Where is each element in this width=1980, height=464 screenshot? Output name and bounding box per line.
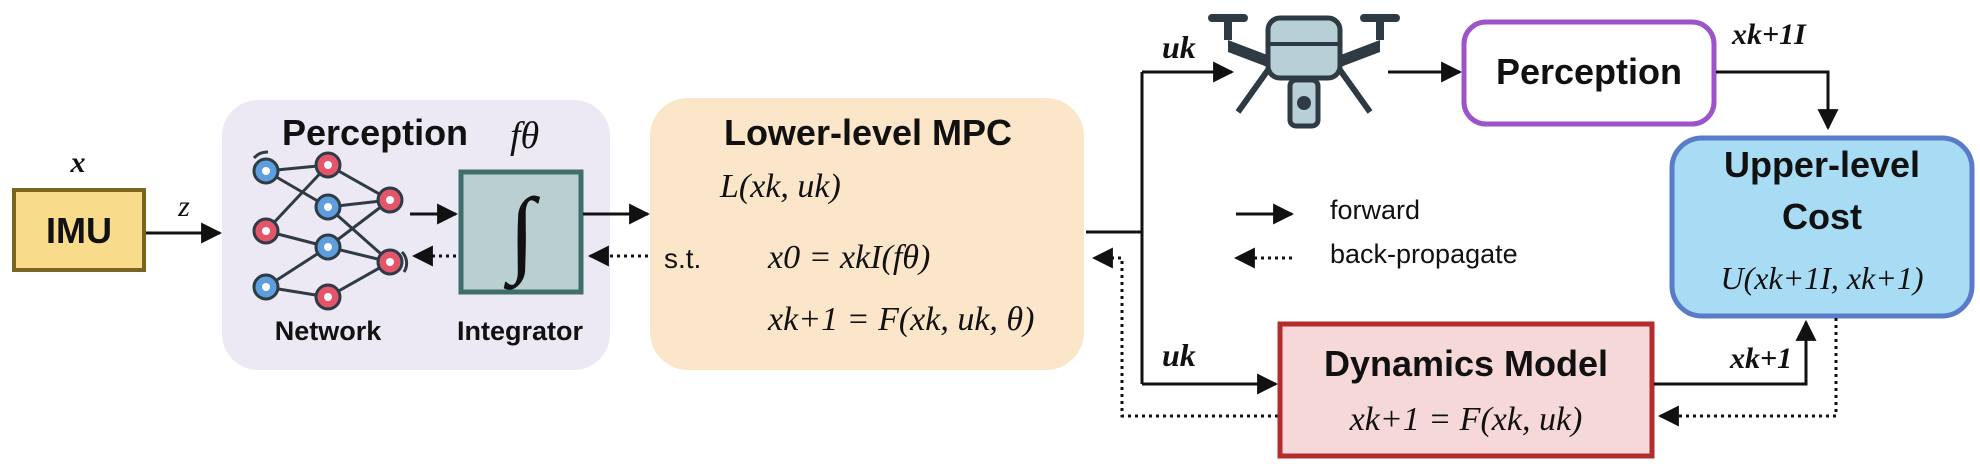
mpc-st-label: s.t. [664, 243, 701, 274]
legend-forward-label: forward [1330, 195, 1420, 225]
network-node [376, 248, 404, 276]
perception-box-label: Perception [1496, 51, 1682, 92]
network-icon [252, 150, 409, 311]
network-node [252, 273, 280, 301]
imu-output-symbol: z [177, 190, 190, 223]
integrator-label: Integrator [457, 316, 584, 346]
mpc-constraint-1: x0 = xkI(fθ) [767, 239, 930, 276]
legend: forward back-propagate [1233, 195, 1518, 269]
upper-cost-title-1: Upper-level [1724, 144, 1920, 185]
dynamics-equation: xk+1 = F(xk, uk) [1349, 401, 1583, 438]
perception-param-symbol: fθ [510, 115, 539, 157]
mpc-block [650, 98, 1084, 370]
bottom-input-symbol: uk [1162, 337, 1196, 373]
perception-block-title: Perception [282, 112, 468, 153]
imu-label: IMU [46, 210, 112, 251]
drone-icon [1208, 14, 1400, 129]
imu-box [12, 188, 146, 272]
network-node [376, 186, 404, 214]
imu-input-symbol: x [70, 146, 86, 179]
dynamics-box [1277, 321, 1655, 459]
backprop-dynamics-to-mpc [1091, 247, 1278, 418]
top-input-symbol: uk [1162, 29, 1196, 65]
legend-backprop-label: back-propagate [1330, 239, 1518, 269]
network-node [252, 157, 280, 185]
network-node [252, 217, 280, 245]
network-node [314, 193, 342, 221]
upper-cost-title-2: Cost [1782, 196, 1862, 237]
network-node [314, 283, 342, 311]
dynamics-output-symbol: xk+1 [1729, 342, 1792, 375]
network-node [314, 233, 342, 261]
arrow-dynamics-to-cost [1654, 319, 1817, 386]
mpc-objective: L(xk, uk) [719, 168, 841, 205]
network-label: Network [275, 316, 383, 346]
upper-cost-equation: U(xk+1I, xk+1) [1720, 260, 1923, 296]
mpc-title: Lower-level MPC [724, 112, 1012, 153]
arrow-perception-to-cost [1716, 70, 1839, 131]
perception-box [1461, 19, 1717, 127]
integrator-box [458, 169, 584, 295]
imu-group: x IMU z [12, 146, 190, 272]
upper-cost-box [1669, 135, 1975, 319]
dynamics-title: Dynamics Model [1324, 343, 1608, 384]
perception-output-symbol: xk+1I [1731, 18, 1807, 51]
network-node [314, 151, 342, 179]
backprop-cost-to-dynamics [1657, 318, 1838, 427]
mpc-constraint-2: xk+1 = F(xk, uk, θ) [767, 301, 1034, 338]
